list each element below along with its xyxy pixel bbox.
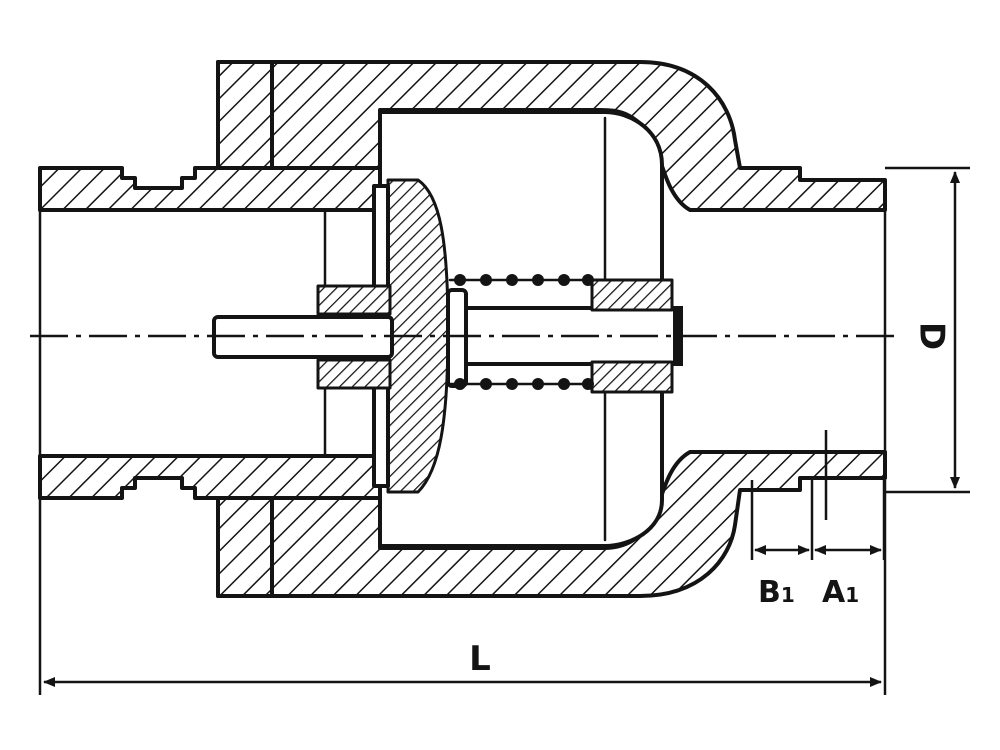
- inlet-pipe-lower: [38, 454, 382, 500]
- stem-end-cap: [673, 306, 683, 366]
- a1-label: A1: [822, 575, 859, 610]
- guide-bushing-upper: [590, 278, 674, 312]
- a1-subscript: 1: [845, 583, 859, 607]
- guide-bushing-lower: [590, 360, 674, 394]
- spring-coils: [448, 274, 594, 390]
- stem-nut-lower: [316, 358, 392, 390]
- b1-label: B1: [758, 575, 795, 610]
- l-label: L: [469, 639, 491, 679]
- d-label: D: [912, 322, 952, 350]
- stem-nut-upper: [316, 284, 392, 316]
- b1-subscript: 1: [781, 583, 795, 607]
- a1-letter: A: [822, 575, 846, 610]
- left-flange-lower: [216, 496, 274, 598]
- b1-letter: B: [758, 575, 781, 610]
- inlet-pipe-upper: [38, 166, 382, 212]
- left-flange-upper: [216, 60, 274, 170]
- spring-retainer: [446, 288, 468, 388]
